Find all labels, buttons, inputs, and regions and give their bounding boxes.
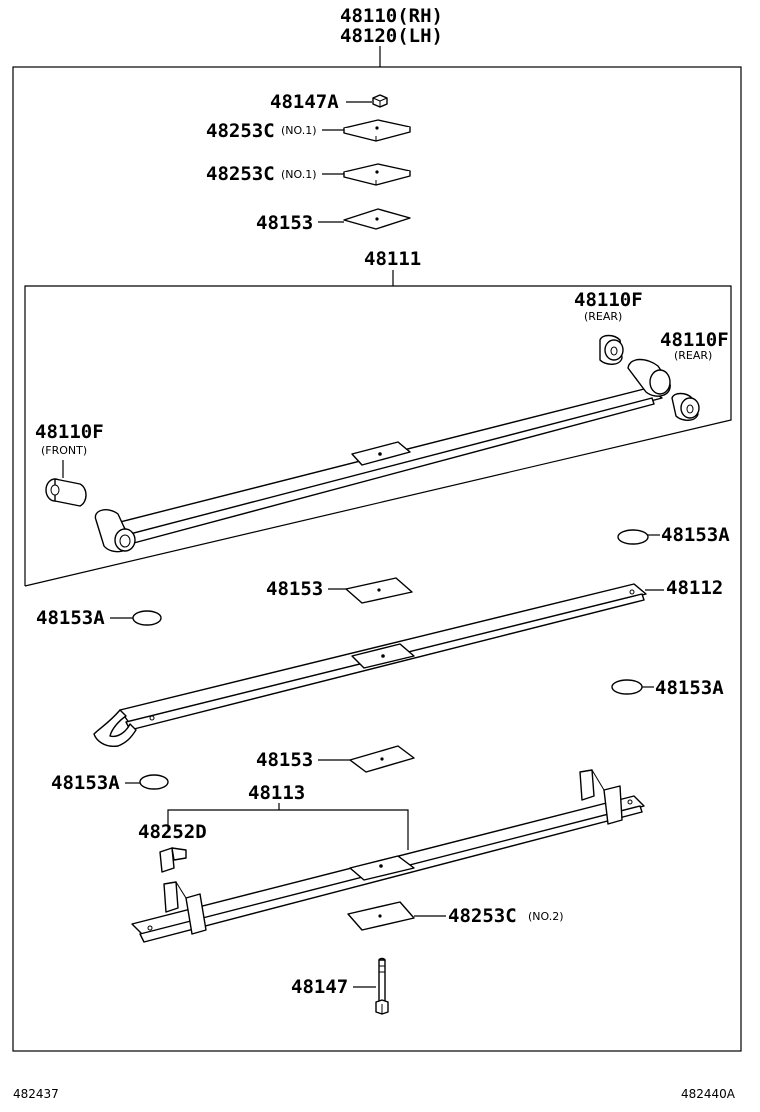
- footer-left-code: 482437: [13, 1087, 59, 1101]
- clip-nut-label: 48147A: [270, 91, 339, 113]
- assembly-rh-label: 48110(RH): [340, 5, 443, 27]
- spacer-2-label: 48253C: [448, 905, 517, 927]
- spacer-2-note: (NO.2): [528, 910, 564, 923]
- pad-mid-2-label: 48153: [256, 749, 313, 771]
- insert-a-left-1-part: [132, 610, 162, 626]
- leaf-no1-label: 48111: [364, 248, 421, 270]
- center-bolt-part: [375, 957, 389, 1015]
- leaf-no3-leader: [167, 809, 409, 850]
- spacer-1a-part: [343, 119, 411, 142]
- leaf-no1-group-frame: [24, 285, 732, 587]
- pad-mid-2-part: [349, 745, 415, 773]
- bush-front-label: 48110F: [35, 421, 104, 443]
- bush-rear-1-label: 48110F: [574, 289, 643, 311]
- bush-rear-1-note: (REAR): [584, 310, 622, 323]
- insert-a-left-1-label: 48153A: [36, 607, 105, 629]
- bush-front-part: [45, 478, 87, 507]
- spacer-1a-note: (NO.1): [281, 124, 317, 137]
- bush-rear-2-part: [671, 392, 700, 421]
- bush-front-note: (FRONT): [41, 444, 87, 457]
- spacer-1b-part: [343, 163, 411, 186]
- pad-mid-1-label: 48153: [266, 578, 323, 600]
- clip-label: 48252D: [138, 821, 207, 843]
- insert-a-right-1-part: [617, 529, 649, 545]
- outer-frame: [12, 66, 742, 1052]
- insert-a-right-2-part: [611, 679, 643, 695]
- leaf-no2-part: [93, 583, 647, 748]
- bush-rear-2-label: 48110F: [660, 329, 729, 351]
- spacer-2-part: [347, 901, 415, 931]
- footer-right-code: 482440A: [681, 1087, 736, 1101]
- insert-a-right-2-label: 48153A: [655, 677, 724, 699]
- bush-rear-2-note: (REAR): [674, 349, 712, 362]
- assembly-lh-label: 48120(LH): [340, 25, 443, 47]
- pad-top-part: [343, 208, 411, 230]
- leaf-no2-label: 48112: [666, 577, 723, 599]
- insert-a-right-1-label: 48153A: [661, 524, 730, 546]
- insert-a-left-2-label: 48153A: [51, 772, 120, 794]
- insert-a-left-2-part: [139, 774, 169, 790]
- clip-part: [159, 847, 187, 873]
- leaf-no3-part: [131, 769, 645, 943]
- pad-mid-1-part: [345, 577, 413, 604]
- leaf-no3-label: 48113: [248, 782, 305, 804]
- leaf-no1-part: [94, 358, 671, 553]
- clip-nut-part: [372, 94, 388, 108]
- center-bolt-label: 48147: [291, 976, 348, 998]
- spacer-1a-label: 48253C: [206, 120, 275, 142]
- pad-top-label: 48153: [256, 212, 313, 234]
- spacer-1b-note: (NO.1): [281, 168, 317, 181]
- bush-rear-1-part: [599, 334, 624, 365]
- spacer-1b-label: 48253C: [206, 163, 275, 185]
